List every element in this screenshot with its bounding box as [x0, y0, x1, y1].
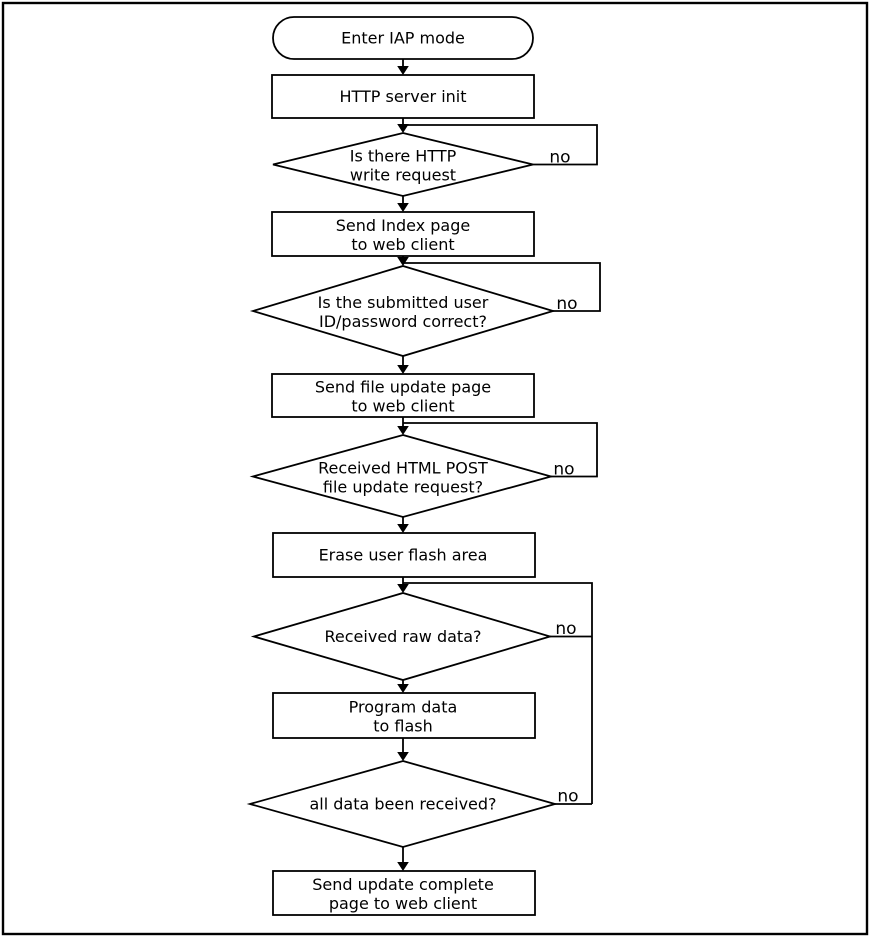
decision-label-line2: write request	[350, 166, 456, 185]
decision-diamond	[250, 592, 554, 681]
process-box	[272, 870, 536, 916]
decision-label-line1: Received HTML POST	[318, 459, 488, 478]
terminator-enter-iap-mode: Enter IAP mode	[272, 16, 534, 60]
process-http-server-init: HTTP server init	[271, 74, 535, 119]
arrow-send-index-to-credentials	[397, 256, 409, 266]
no-loop-write-request	[403, 124, 598, 166]
process-label: HTTP server init	[339, 87, 466, 106]
decision-html-post-request: Received HTML POST file update request? …	[249, 434, 575, 518]
branch-label-no: no	[553, 460, 574, 480]
process-label: Erase user flash area	[319, 546, 488, 565]
branch-label-no: no	[549, 148, 570, 168]
process-label-line1: Send Index page	[336, 216, 470, 235]
process-send-index-page: Send Index page to web client	[271, 211, 535, 257]
process-label-line2: page to web client	[329, 894, 477, 913]
no-loop-credentials	[403, 262, 601, 312]
branch-label-no: no	[556, 294, 577, 314]
arrow-credentials-to-send-file-update	[397, 356, 409, 374]
decision-diamond	[246, 760, 559, 848]
decision-diamond	[249, 434, 555, 518]
decision-user-id-password: Is the submitted user ID/password correc…	[249, 265, 578, 357]
process-box	[272, 692, 536, 739]
arrow-start-to-http-init	[397, 59, 409, 75]
terminator-shape	[272, 16, 534, 60]
decision-label-line1: Is there HTTP	[350, 147, 457, 166]
branch-label-no: no	[557, 787, 578, 807]
decision-received-raw-data: Received raw data? no	[250, 592, 577, 681]
decision-diamond	[272, 132, 534, 197]
decision-label: Received raw data?	[325, 627, 482, 646]
process-box	[271, 373, 535, 418]
process-label-line1: Send file update page	[315, 378, 491, 397]
decision-label-line2: file update request?	[323, 478, 483, 497]
process-send-file-update-page: Send file update page to web client	[271, 373, 535, 418]
process-send-update-complete: Send update complete page to web client	[272, 870, 536, 916]
decision-label-line1: Is the submitted user	[318, 293, 489, 312]
no-loop-post-request	[403, 422, 598, 478]
arrow-program-data-to-all-received	[397, 738, 409, 761]
terminator-label: Enter IAP mode	[341, 29, 465, 48]
no-loop-raw-data-and-all-received	[403, 582, 593, 805]
arrow-erase-flash-to-raw-data	[397, 577, 409, 593]
decision-diamond	[249, 265, 557, 357]
decision-label-line2: ID/password correct?	[319, 312, 487, 331]
process-erase-user-flash: Erase user flash area	[272, 532, 536, 578]
decision-all-data-received: all data been received? no	[246, 760, 579, 848]
process-label-line1: Program data	[349, 698, 458, 717]
branch-label-no: no	[555, 619, 576, 639]
process-label-line2: to web client	[351, 235, 454, 254]
arrow-post-request-to-erase-flash	[397, 517, 409, 533]
process-label-line1: Send update complete	[312, 875, 494, 894]
arrow-write-request-to-send-index	[397, 196, 409, 212]
process-box	[271, 74, 535, 119]
arrow-send-file-update-to-post-request	[397, 417, 409, 435]
decision-http-write-request: Is there HTTP write request no	[272, 132, 571, 197]
arrow-all-received-to-send-complete	[397, 847, 409, 871]
arrow-raw-data-to-program-data	[397, 680, 409, 693]
process-label-line2: to web client	[351, 397, 454, 416]
decision-label: all data been received?	[309, 795, 496, 814]
process-program-data-to-flash: Program data to flash	[272, 692, 536, 739]
process-label-line2: to flash	[373, 717, 433, 736]
process-box	[271, 211, 535, 257]
arrow-http-init-to-write-request	[397, 118, 409, 133]
process-box	[272, 532, 536, 578]
